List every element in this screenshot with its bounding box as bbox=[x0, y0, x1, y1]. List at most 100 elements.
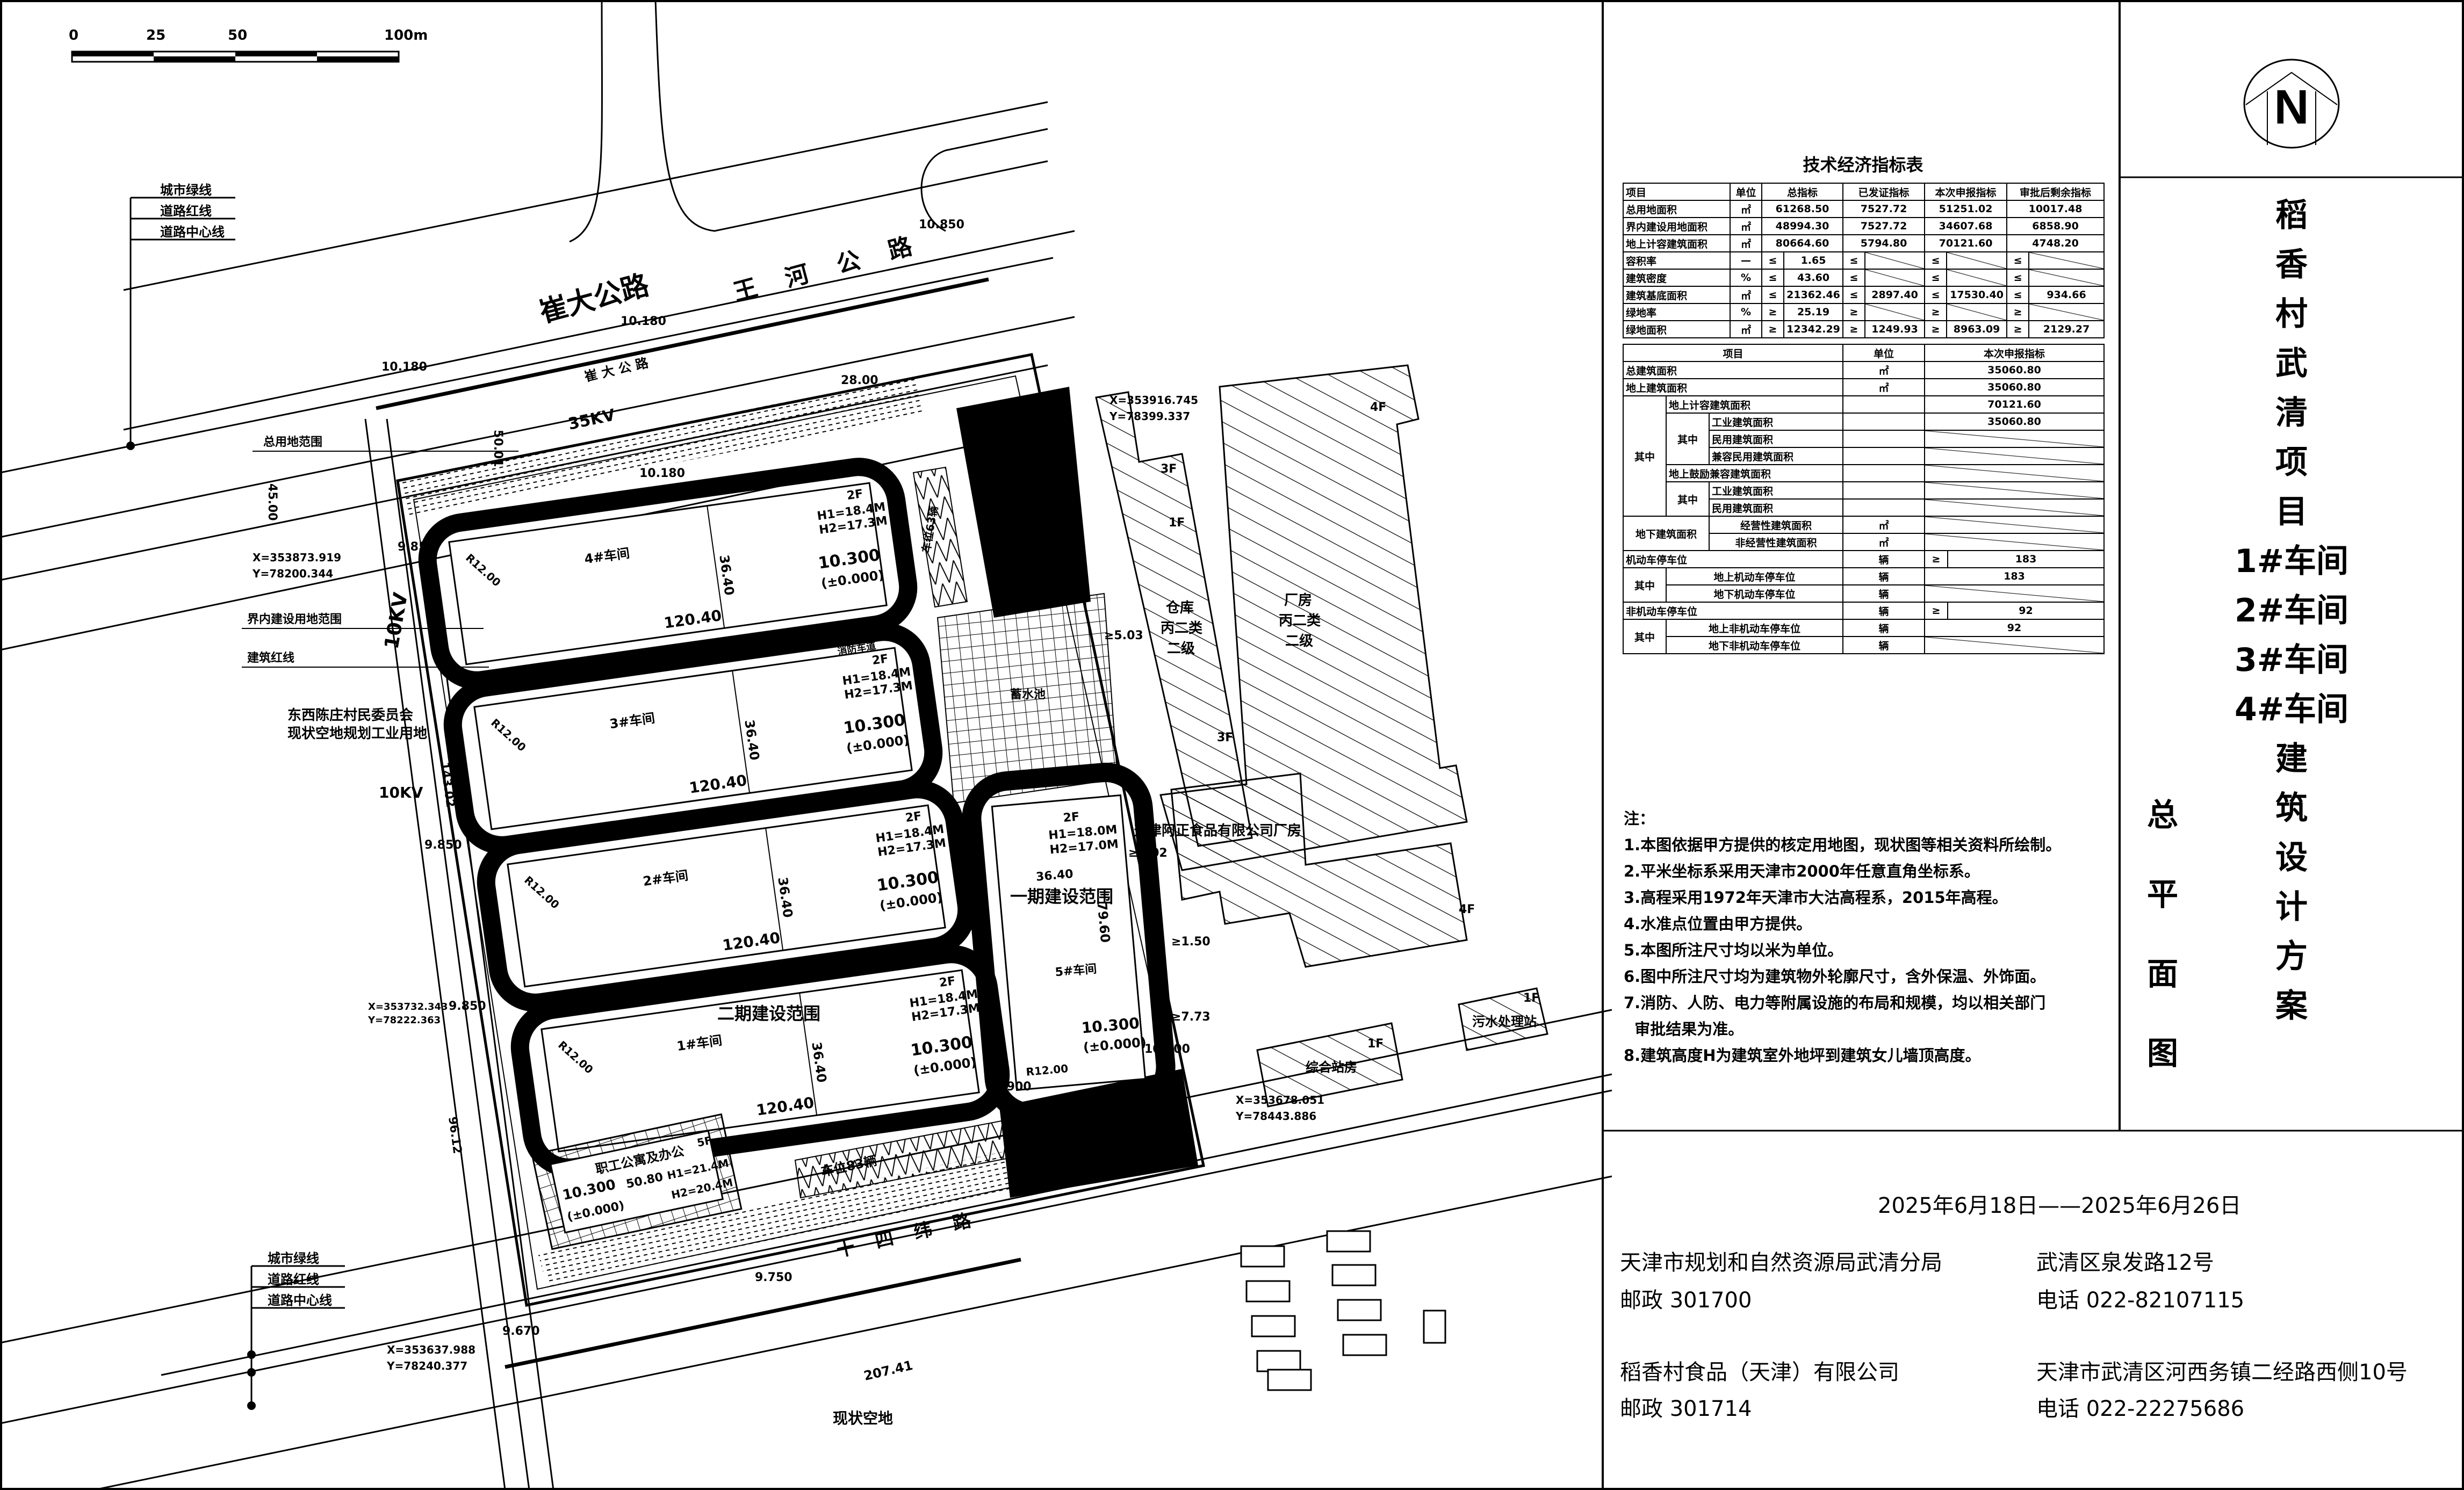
col-header: 项目 bbox=[1622, 344, 1844, 362]
cell-unit: 辆 bbox=[1842, 619, 1926, 637]
project-title-line: 建 bbox=[2275, 740, 2308, 778]
cell-unit: — bbox=[1730, 251, 1762, 270]
cell-issued: 5794.80 bbox=[1842, 234, 1926, 252]
coord-2-x: X=353916.745 bbox=[1109, 394, 1198, 407]
cell-unit bbox=[1842, 395, 1926, 414]
cell-empty bbox=[1924, 498, 2105, 517]
cell-unit: ㎡ bbox=[1730, 286, 1762, 304]
power-line-10kv: 10KV bbox=[380, 591, 412, 651]
cell-unit: % bbox=[1730, 303, 1762, 321]
cell-item: 工业建筑面积 bbox=[1708, 413, 1844, 431]
cell-unit bbox=[1842, 498, 1926, 517]
cell-remaining: 6858.90 bbox=[2006, 217, 2105, 235]
col-header: 已发证指标 bbox=[1842, 183, 1926, 201]
dim-8-02: ≥8.02 bbox=[1128, 847, 1168, 860]
cell-item: 地下建筑面积 bbox=[1623, 516, 1710, 551]
cell-empty bbox=[1924, 464, 2105, 482]
cell-item: 绿地率 bbox=[1623, 303, 1731, 321]
cell-op: ≥ bbox=[1924, 303, 1948, 321]
cell-empty bbox=[1924, 584, 2105, 603]
table-row: 民用建筑面积 bbox=[1623, 430, 2105, 448]
table-row: 机动车停车位 辆 ≥ 183 bbox=[1622, 550, 2105, 568]
cell-unit bbox=[1842, 413, 1926, 431]
coord-5-y: Y=78222.363 bbox=[368, 1015, 441, 1026]
cell-current: 17530.40 bbox=[1946, 286, 2008, 304]
label-red-line: 建筑红线 bbox=[247, 651, 294, 665]
cell-op: ≥ bbox=[2006, 303, 2030, 321]
power-line-10kv-2: 10KV bbox=[379, 784, 423, 801]
cell-current: 34607.68 bbox=[1924, 217, 2008, 235]
floor-tag: 3F bbox=[1161, 462, 1177, 476]
workshop-floors: 2F bbox=[904, 809, 923, 825]
workshop-5-length: 79.60 bbox=[1094, 901, 1113, 943]
dim-96: 96.12 bbox=[445, 1116, 464, 1154]
cell-total: 1.65 bbox=[1783, 251, 1844, 270]
cell-issued: 1249.93 bbox=[1864, 320, 1926, 338]
project-title-line: 案 bbox=[2275, 987, 2308, 1025]
dim-50: 50.01 bbox=[491, 430, 505, 467]
cell-remaining bbox=[2028, 303, 2105, 321]
cell-issued bbox=[1864, 251, 1926, 270]
cell-value: 35060.80 bbox=[1924, 361, 2105, 379]
dim-7-73: ≥7.73 bbox=[1171, 1010, 1211, 1024]
note-item: 1.本图依据甲方提供的核定用地图，现状图等相关资料所绘制。 bbox=[1624, 836, 2062, 854]
cell-unit bbox=[1842, 464, 1926, 482]
dimension-line bbox=[799, 993, 818, 1116]
cell-item: 地上计容建筑面积 bbox=[1623, 234, 1731, 252]
cell-total: 21362.46 bbox=[1783, 286, 1844, 304]
table-row: 总用地面积 ㎡ 61268.50 7527.72 51251.02 10017.… bbox=[1623, 200, 2105, 218]
cell-issued bbox=[1864, 303, 1926, 321]
green-belt-south bbox=[537, 1139, 1075, 1289]
workshop-outline bbox=[507, 804, 946, 988]
cell-current bbox=[1946, 251, 2008, 270]
cell-current: 51251.02 bbox=[1924, 200, 2008, 218]
coord-3-x: X=353678.051 bbox=[1236, 1094, 1324, 1106]
dimension-line bbox=[707, 505, 725, 628]
elevation-8: 9.750 bbox=[755, 1271, 792, 1284]
col-header: 单位 bbox=[1842, 344, 1926, 362]
cell-total: 48994.30 bbox=[1761, 217, 1844, 235]
cell-item: 建筑密度 bbox=[1623, 269, 1731, 287]
cell-remaining: 934.66 bbox=[2028, 286, 2105, 304]
cell-item: 总用地面积 bbox=[1623, 200, 1731, 218]
factory-label-2: 丙二类 bbox=[1279, 613, 1321, 629]
cell-unit: ㎡ bbox=[1730, 200, 1762, 218]
warehouse-label-3: 二级 bbox=[1167, 640, 1195, 657]
workshop-5-width: 36.40 bbox=[1035, 867, 1074, 884]
project-title-line: 项 bbox=[2275, 444, 2308, 481]
table-row: 兼容民用建筑面积 bbox=[1623, 447, 2105, 465]
cell-unit: ㎡ bbox=[1842, 378, 1926, 396]
project-title-line: 目 bbox=[2275, 493, 2308, 531]
factory-label-3: 二级 bbox=[1285, 633, 1313, 649]
cell-empty bbox=[1924, 533, 2105, 551]
cell-unit: ㎡ bbox=[1842, 516, 1926, 534]
label-south-land: 现状空地 bbox=[833, 1409, 893, 1427]
note-item: 7.消防、人防、电力等附属设施的布局和规模，均以相关部门 bbox=[1624, 994, 2046, 1012]
cell-item: 地上计容建筑面积 bbox=[1665, 395, 1844, 414]
col-header: 本次申报指标 bbox=[1924, 344, 2105, 362]
coord-4-x: X=353637.988 bbox=[387, 1343, 475, 1356]
table-row: 地上计容建筑面积 ㎡ 80664.60 5794.80 70121.60 474… bbox=[1623, 234, 2105, 252]
workshop-floors: 2F bbox=[871, 652, 889, 668]
note-item: 审批结果为准。 bbox=[1624, 1020, 1744, 1038]
floor-tag: 3F bbox=[1217, 731, 1233, 744]
label-west-land-1: 东西陈庄村民委员会 bbox=[287, 707, 413, 724]
scale-tick-50: 50 bbox=[228, 27, 247, 44]
table-header-row: 项目 单位 总指标 已发证指标 本次申报指标 审批后剩余指标 bbox=[1623, 183, 2105, 201]
cell-remaining bbox=[2028, 251, 2105, 270]
workshop-outline bbox=[473, 647, 913, 830]
cell-issued: 7527.72 bbox=[1842, 200, 1926, 218]
table-row: 地下建筑面积 经营性建筑面积 ㎡ bbox=[1623, 516, 2105, 551]
cell-item: 兼容民用建筑面积 bbox=[1708, 447, 1844, 465]
publicity-period: 2025年6月18日——2025年6月26日 bbox=[1878, 1194, 2242, 1218]
legend-bottom: 城市绿线 道路红线 道路中心线 bbox=[247, 1251, 345, 1410]
cell-value: 35060.80 bbox=[1924, 413, 2105, 431]
indicator-table-title: 技术经济指标表 bbox=[1803, 155, 1923, 175]
elevation-9: 9.670 bbox=[502, 1325, 540, 1338]
table-row: 其中 工业建筑面积 35060.80 bbox=[1623, 413, 2105, 465]
coord-1-x: X=353873.919 bbox=[253, 551, 341, 564]
note-item: 2.平米坐标系采用天津市2000年任意直角坐标系。 bbox=[1624, 862, 1980, 880]
cell-issued: 2897.40 bbox=[1864, 286, 1926, 304]
